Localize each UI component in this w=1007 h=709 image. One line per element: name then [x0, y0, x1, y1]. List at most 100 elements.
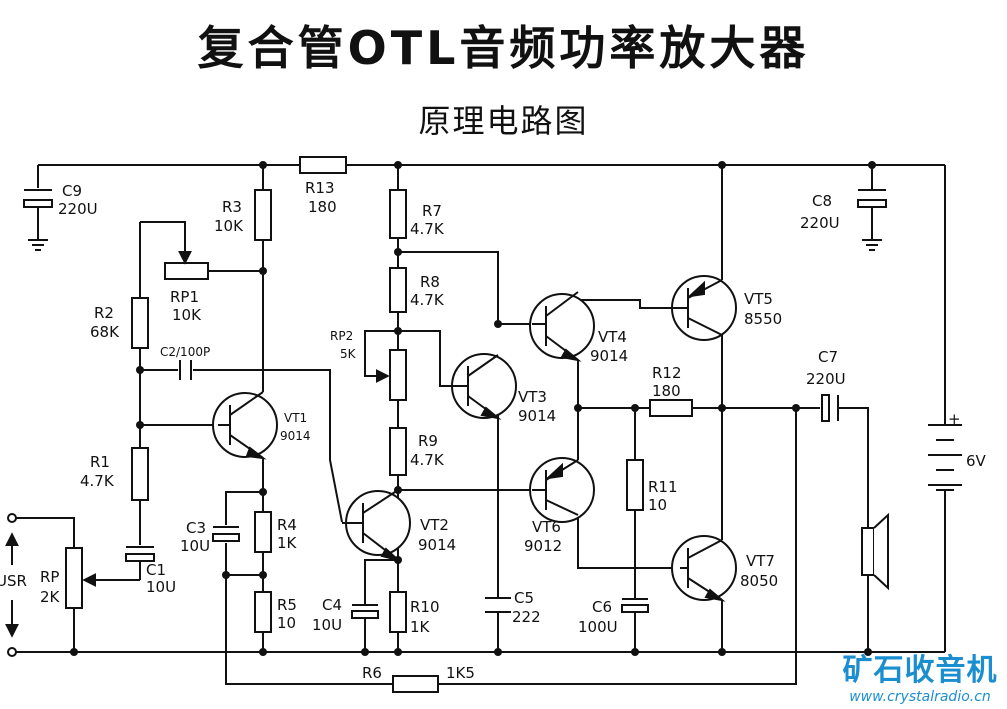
transistor-vt4: [529, 291, 595, 362]
label-r5-value: 10: [277, 614, 296, 632]
label-c6-value: 100U: [578, 618, 618, 636]
ground-symbols: [28, 239, 882, 251]
resistor-r11: [626, 459, 644, 511]
label-c8-ref: C8: [812, 192, 832, 210]
label-vt5-value: 8550: [744, 310, 782, 328]
resistor-r6: [392, 675, 439, 693]
label-r7-ref: R7: [422, 202, 442, 220]
label-rp-ref: RP: [40, 568, 59, 586]
diagram-subtitle: 原理电路图: [418, 102, 589, 140]
transistor-vt5: [671, 275, 737, 341]
label-r3-value: 10K: [214, 217, 244, 235]
label-vt4-ref: VT4: [598, 328, 627, 346]
label-c3-ref: C3: [186, 519, 206, 537]
label-r10-value: 1K: [410, 618, 431, 636]
label-r10-ref: R10: [410, 598, 440, 616]
brand-watermark: 矿石收音机 www.crystalradio.cn: [835, 645, 1005, 705]
label-vt6-ref: VT6: [532, 518, 561, 536]
transistors: [212, 275, 737, 602]
label-vt6-value: 9012: [524, 537, 562, 555]
capacitor-c6: [621, 598, 649, 613]
label-vt4-value: 9014: [590, 347, 628, 365]
transistor-vt3: [451, 353, 517, 420]
transistor-vt6: [529, 457, 595, 523]
potentiometer-rp2: [389, 349, 407, 401]
label-c8-value: 220U: [800, 214, 840, 232]
resistor-r4: [254, 511, 272, 553]
label-vt1-value: 9014: [280, 429, 311, 443]
brand-name: 矿石收音机: [842, 653, 998, 688]
resistor-r13: [299, 156, 347, 174]
label-vt3-ref: VT3: [518, 388, 547, 406]
label-vt2-value: 9014: [418, 536, 456, 554]
label-r1-value: 4.7K: [80, 472, 115, 490]
label-c9-value: 220U: [58, 200, 98, 218]
label-r11-ref: R11: [648, 478, 678, 496]
label-c9-ref: C9: [62, 182, 82, 200]
brand-url: www.crystalradio.cn: [849, 689, 991, 705]
label-r13-ref: R13: [305, 179, 335, 197]
label-r12-ref: R12: [652, 364, 682, 382]
resistor-r10: [389, 591, 407, 633]
capacitor-c9: [23, 189, 53, 208]
capacitor-c3: [212, 526, 240, 542]
label-vt7-ref: VT7: [746, 552, 775, 570]
transistor-vt7: [671, 535, 737, 602]
resistor-r3: [254, 189, 272, 241]
capacitors: [23, 189, 887, 619]
label-c3-value: 10U: [180, 537, 210, 555]
label-r4-value: 1K: [277, 534, 298, 552]
label-r2-ref: R2: [94, 304, 114, 322]
label-r8-ref: R8: [420, 273, 440, 291]
label-vt3-value: 9014: [518, 407, 556, 425]
resistor-r12: [649, 399, 693, 417]
potentiometers: [65, 250, 407, 609]
speaker-icon: [861, 512, 889, 591]
label-r8-value: 4.7K: [410, 291, 445, 309]
wires: [12, 164, 946, 685]
label-r1-ref: R1: [90, 453, 110, 471]
label-c4-ref: C4: [322, 596, 342, 614]
capacitor-c7: [821, 394, 839, 422]
label-r4-ref: R4: [277, 516, 297, 534]
resistor-r2: [131, 297, 149, 349]
label-c5-ref: C5: [514, 589, 534, 607]
label-r5-ref: R5: [277, 596, 297, 614]
label-c1-ref: C1: [146, 561, 166, 579]
label-c5-value: 222: [512, 608, 541, 626]
label-input: USR: [0, 572, 27, 590]
label-r9-ref: R9: [418, 432, 438, 450]
label-rp1-value: 10K: [172, 306, 202, 324]
diagram-title: 复合管OTL音频功率放大器: [197, 21, 810, 75]
label-r9-value: 4.7K: [410, 451, 445, 469]
label-c2: C2/100P: [160, 345, 210, 359]
resistor-r7: [389, 189, 407, 239]
resistor-r1: [131, 447, 149, 501]
label-c7-ref: C7: [818, 348, 838, 366]
resistors: [131, 156, 693, 693]
label-r12-value: 180: [652, 382, 681, 400]
label-rp2-value: 5K: [340, 347, 357, 361]
label-vt5-ref: VT5: [744, 290, 773, 308]
input-terminals: [4, 513, 19, 657]
label-vt7-value: 8050: [740, 572, 778, 590]
resistor-r9: [389, 427, 407, 476]
label-battery-value: 6V: [966, 452, 987, 470]
capacitor-c4: [351, 604, 379, 619]
label-vt2-ref: VT2: [420, 516, 449, 534]
label-r3-ref: R3: [222, 198, 242, 216]
potentiometer-rp1: [164, 262, 209, 280]
potentiometer-rp: [65, 547, 83, 609]
label-r11-value: 10: [648, 496, 667, 514]
label-c1-value: 10U: [146, 578, 176, 596]
label-rp2-ref: RP2: [330, 329, 353, 343]
battery-6v: [928, 424, 962, 491]
label-battery-plus: +: [948, 410, 961, 428]
transistor-vt1: [212, 391, 278, 460]
resistor-r5: [254, 591, 272, 633]
label-c6-ref: C6: [592, 598, 612, 616]
capacitor-c5: [485, 597, 511, 613]
label-rp-value: 2K: [40, 588, 61, 606]
label-vt1-ref: VT1: [284, 411, 307, 425]
